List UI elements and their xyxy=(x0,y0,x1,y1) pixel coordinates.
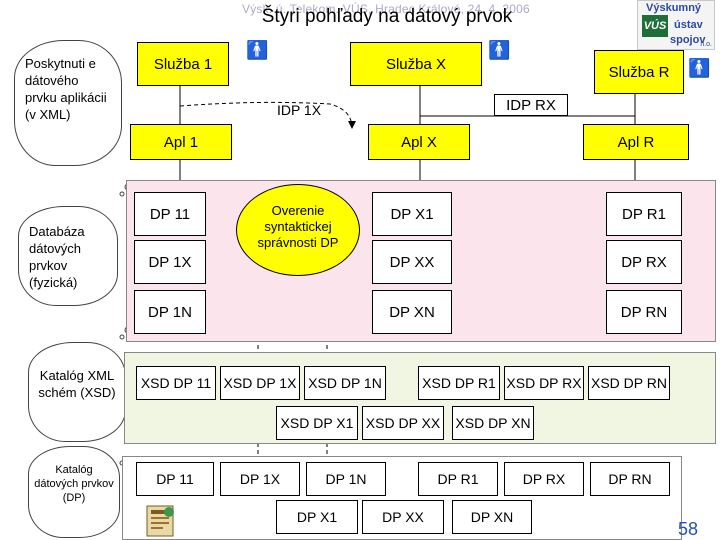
vus-logo: Výskumný VÚS ústav spojov n.o. xyxy=(637,0,715,50)
header-source-text: Výsk. ú. Telekom. VÚS, Hradec Králové, 2… xyxy=(242,2,530,16)
db-item-dpr1: DP R1 xyxy=(606,192,682,236)
db-item-dpx1-label: DP X1 xyxy=(390,205,434,223)
service-r-box: Služba R xyxy=(594,50,684,94)
person-icon: 🚹 xyxy=(688,58,711,79)
catalog-item: DP R1 xyxy=(418,462,498,496)
catalog-item-label: DP 11 xyxy=(156,471,194,487)
xsd-item-label: XSD DP 11 xyxy=(140,375,212,391)
catalog-item-label: DP RN xyxy=(608,471,652,487)
xsd-item: XSD DP 1X xyxy=(220,366,300,400)
xsd-item-label: XSD DP 1N xyxy=(308,375,382,391)
db-item-dpxx-label: DP XX xyxy=(389,253,435,271)
person-icon: 🚹 xyxy=(488,40,511,61)
xsd-item: XSD DP X1 xyxy=(276,406,358,440)
db-item-dpxx: DP XX xyxy=(372,240,452,284)
service-x-label: Služba X xyxy=(385,55,447,73)
xsd-item: XSD DP 1N xyxy=(304,366,386,400)
clipart-icon xyxy=(146,505,174,537)
db-item-dp1n-label: DP 1N xyxy=(148,303,192,321)
cloud-xsd-catalog-text: Katalóg XML schém (XSD) xyxy=(38,368,116,400)
cloud-application-view-text: Poskytnuti e dátového prvku aplikácii (v… xyxy=(25,56,107,122)
cloud-dp-catalog-text: Katalóg dátových prvkov (DP) xyxy=(34,464,114,504)
catalog-item: DP 1N xyxy=(306,462,386,496)
catalog-row-2: DP X1 DP XX DP XN xyxy=(276,500,536,536)
idp-rx-box: IDP RX xyxy=(494,94,568,116)
service-r-label: Služba R xyxy=(608,63,670,81)
logo-suffix: n.o. xyxy=(700,41,712,48)
catalog-item-label: DP X1 xyxy=(296,509,338,525)
xsd-item-label: XSD DP XN xyxy=(455,415,531,431)
idp-rx-text: IDP RX xyxy=(506,96,556,114)
xsd-item: XSD DP RN xyxy=(588,366,670,400)
db-item-dp11: DP 11 xyxy=(134,192,206,236)
app-x-box: Apl X xyxy=(368,124,470,160)
app-1-label: Apl 1 xyxy=(163,133,199,151)
xsd-item: XSD DP 11 xyxy=(136,366,216,400)
xsd-item: XSD DP RX xyxy=(504,366,584,400)
catalog-item: DP XN xyxy=(452,500,532,534)
validation-ellipse: Overenie syntaktickej správnosti DP xyxy=(236,184,360,276)
db-item-dprn-label: DP RN xyxy=(620,303,668,321)
cloud-application-view: Poskytnuti e dátového prvku aplikácii (v… xyxy=(14,40,122,166)
catalog-item: DP RN xyxy=(590,462,670,496)
service-1-box: Služba 1 xyxy=(137,42,229,86)
xsd-item-label: XSD DP RN xyxy=(591,375,667,391)
catalog-item-label: DP R1 xyxy=(437,471,479,487)
catalog-item: DP 11 xyxy=(136,462,214,496)
catalog-item-label: DP XX xyxy=(382,509,424,525)
db-item-dp1n: DP 1N xyxy=(134,290,206,334)
xsd-item: XSD DP R1 xyxy=(418,366,500,400)
person-icon: 🚹 xyxy=(246,40,269,61)
xsd-item-label: XSD DP 1X xyxy=(223,375,297,391)
db-item-dprn: DP RN xyxy=(606,290,682,334)
service-1-label: Služba 1 xyxy=(153,55,213,73)
xsd-item-label: XSD DP RX xyxy=(506,375,582,391)
db-item-dpr1-label: DP R1 xyxy=(622,205,666,223)
cloud-database-view: Databáza dátových prvkov (fyzická) xyxy=(18,206,118,306)
page-number: 58 xyxy=(677,519,698,539)
xsd-row-2: XSD DP X1 XSD DP XX XSD DP XN xyxy=(276,406,536,442)
db-item-dprx-label: DP RX xyxy=(621,253,667,271)
idp-1x-label: IDP 1X xyxy=(262,97,336,123)
xsd-item: XSD DP XX xyxy=(362,406,444,440)
db-item-dp1x: DP 1X xyxy=(134,240,206,284)
cloud-database-view-text: Databáza dátových prvkov (fyzická) xyxy=(29,224,85,290)
catalog-item: DP 1X xyxy=(220,462,300,496)
page-title: Štyri pohľady na dátový prvok xyxy=(261,6,513,27)
service-x-box: Služba X xyxy=(350,42,482,86)
cloud-xsd-catalog: Katalóg XML schém (XSD) xyxy=(28,342,126,442)
catalog-row-1: DP 11 DP 1X DP 1N DP R1 DP RX DP RN xyxy=(136,462,676,498)
db-item-dpxn: DP XN xyxy=(372,290,452,334)
db-item-dp11-label: DP 11 xyxy=(149,205,191,223)
xsd-row-1: XSD DP 11 XSD DP 1X XSD DP 1N XSD DP R1 … xyxy=(136,366,706,402)
db-item-dprx: DP RX xyxy=(606,240,682,284)
xsd-item: XSD DP XN xyxy=(452,406,534,440)
cloud-dp-catalog: Katalóg dátových prvkov (DP) xyxy=(28,446,120,538)
logo-line-3: spojov xyxy=(670,34,706,46)
db-item-dpx1: DP X1 xyxy=(372,192,452,236)
catalog-item-label: DP XN xyxy=(470,509,514,525)
catalog-item-label: DP 1X xyxy=(239,471,281,487)
db-item-dp1x-label: DP 1X xyxy=(148,253,192,271)
db-item-dpxn-label: DP XN xyxy=(389,303,435,321)
logo-line-1: Výskumný xyxy=(646,2,702,14)
logo-line-2: ústav xyxy=(674,19,703,31)
xsd-item-label: XSD DP XX xyxy=(365,415,441,431)
app-x-label: Apl X xyxy=(401,133,437,151)
app-r-label: Apl R xyxy=(617,133,655,151)
catalog-item-label: DP RX xyxy=(522,471,566,487)
app-1-box: Apl 1 xyxy=(130,124,232,160)
logo-mark: VÚS xyxy=(642,15,668,37)
xsd-item-label: XSD DP X1 xyxy=(280,415,354,431)
catalog-item: DP RX xyxy=(504,462,584,496)
catalog-item: DP XX xyxy=(362,500,444,534)
xsd-item-label: XSD DP R1 xyxy=(422,375,496,391)
catalog-item: DP X1 xyxy=(276,500,358,534)
catalog-item-label: DP 1N xyxy=(325,471,367,487)
app-r-box: Apl R xyxy=(583,124,689,160)
validation-text: Overenie syntaktickej správnosti DP xyxy=(257,203,339,250)
idp-1x-text: IDP 1X xyxy=(276,102,322,118)
